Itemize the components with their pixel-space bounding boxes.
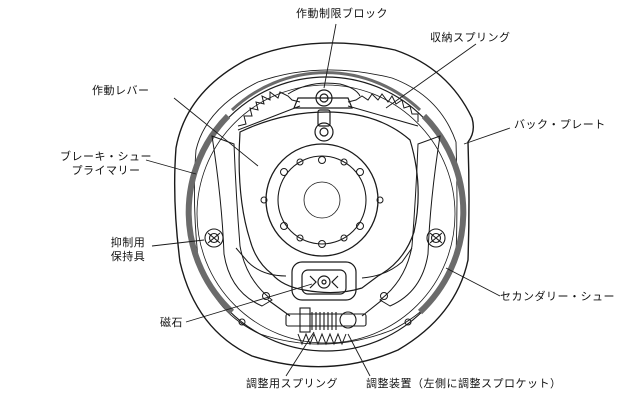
upper-lining	[230, 71, 422, 112]
hold-down-retainer-right	[426, 228, 446, 248]
label-secondary-shoe: セカンダリー・シュー	[500, 290, 615, 303]
label-actuating-lever: 作動レバー	[92, 84, 150, 97]
lower-left-link	[235, 247, 287, 277]
label-hold-down-retainer-line1: 抑制用	[110, 236, 146, 249]
hold-down-retainer-left	[204, 228, 224, 248]
label-retracting-spring: 収納スプリング	[430, 31, 511, 44]
leader-lines	[145, 23, 511, 377]
primary-shoe-lining	[185, 113, 235, 315]
label-brake-shoe-primary-line1: ブレーキ・シュー	[60, 150, 152, 163]
label-magnet: 磁石	[160, 316, 183, 329]
secondary-shoe-lining	[417, 113, 467, 315]
anchor-block	[287, 82, 361, 142]
upper-retracting-spring-left	[237, 91, 301, 131]
label-hold-down-retainer-line2: 保持具	[110, 250, 146, 263]
label-hold-down-retainer: 抑制用 保持具	[104, 236, 152, 264]
label-adjusting-spring: 調整用スプリング	[246, 377, 338, 390]
lower-right-pin	[380, 292, 388, 300]
hub-outer	[265, 143, 379, 257]
actuating-lever-plate	[238, 111, 419, 294]
label-adjuster: 調整装置（左側に調整スプロケット）	[366, 377, 562, 390]
magnet-housing	[291, 261, 357, 301]
lower-right-link	[361, 247, 413, 279]
hub-bolt-holes	[260, 156, 384, 248]
right-bolt	[404, 318, 412, 326]
adjusting-spring	[297, 332, 347, 346]
primary-shoe-web	[211, 135, 273, 307]
label-brake-shoe-primary: ブレーキ・シュー プライマリー	[58, 150, 154, 178]
lower-left-pin	[262, 292, 270, 300]
upper-retracting-spring-right	[347, 93, 419, 127]
adjuster-assembly	[267, 299, 383, 333]
hub-core	[303, 181, 341, 219]
back-plate-outline	[173, 42, 475, 368]
label-actuating-limit-block: 作動制限ブロック	[296, 7, 388, 20]
label-back-plate: バック・プレート	[514, 118, 606, 131]
hub-inner	[277, 155, 367, 245]
secondary-shoe-web	[379, 135, 441, 307]
left-bolt	[238, 318, 246, 326]
label-brake-shoe-primary-line2: プライマリー	[71, 164, 141, 177]
